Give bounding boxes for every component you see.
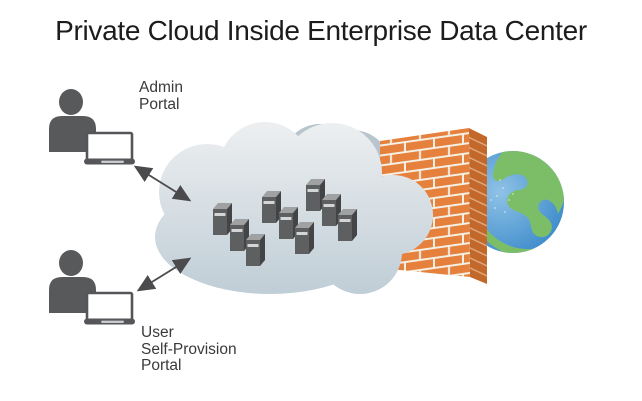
server-icon: [295, 222, 314, 254]
admin-laptop-icon: [82, 131, 137, 166]
admin-portal-label-line2: Portal: [139, 95, 180, 113]
admin-user-icon: [49, 89, 137, 166]
globe-dither-dots: [490, 179, 514, 213]
server-icon: [213, 203, 232, 235]
user-portal-label-line1: User: [141, 324, 174, 341]
user-portal-label-line3: Portal: [141, 357, 182, 374]
diagram-title: Private Cloud Inside Enterprise Data Cen…: [55, 15, 587, 46]
user-portal-label: User Self-Provision Portal: [141, 324, 237, 375]
user-portal-label-line2: Self-Provision: [141, 340, 237, 358]
user-laptop-icon: [82, 291, 137, 326]
globe-landmass-top: [492, 151, 564, 238]
server-icon: [338, 209, 357, 241]
connection-arrows: [133, 165, 192, 292]
admin-cloud-arrow: [133, 165, 192, 202]
admin-portal-label: Admin Portal: [139, 79, 183, 113]
end-user-icon: [49, 250, 137, 326]
admin-portal-label-line1: Admin: [139, 79, 183, 96]
wall-side-face: [469, 128, 487, 284]
server-icon: [262, 191, 281, 223]
server-icon: [246, 234, 265, 266]
user-cloud-arrow: [136, 257, 192, 292]
